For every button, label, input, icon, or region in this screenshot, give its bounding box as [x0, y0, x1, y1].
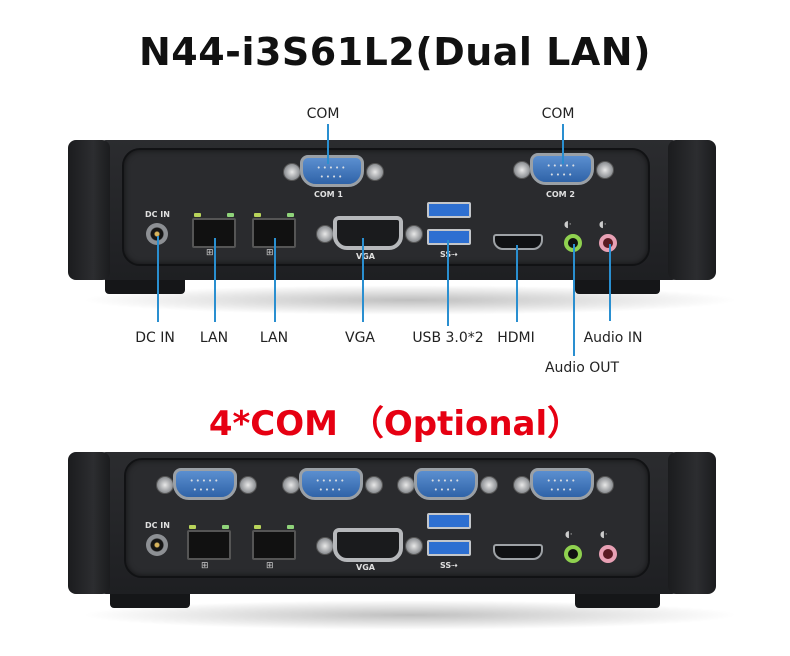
- device-foot-left: [110, 592, 190, 608]
- screw-icon: [282, 476, 300, 494]
- network-icon: ⊞: [266, 561, 274, 571]
- screw-icon: [239, 476, 257, 494]
- com-port-3: •••••••••: [414, 468, 478, 500]
- audio-out-jack: [564, 545, 582, 563]
- com-port-1: •••••••••: [173, 468, 237, 500]
- usb-port-2: [427, 229, 471, 245]
- screw-icon: [156, 476, 174, 494]
- usb-ss-logo-icon: SS⇢: [440, 250, 458, 259]
- hdmi-port: [493, 544, 543, 560]
- audio-out-icon: ◖·: [564, 220, 572, 230]
- callout-audio-out-line: [573, 244, 575, 356]
- callout-com1-line: [327, 124, 329, 164]
- dc-in-jack: [146, 223, 168, 245]
- dc-in-printed-label: DC IN: [145, 210, 170, 219]
- callout-com1-label: COM: [306, 106, 340, 122]
- com1-printed-label: COM 1: [314, 190, 343, 199]
- callout-audio-out-label: Audio OUT: [544, 360, 620, 376]
- network-icon: ⊞: [201, 561, 209, 571]
- dc-in-jack: [146, 534, 168, 556]
- callout-lan2-label: LAN: [259, 330, 289, 346]
- com2-printed-label: COM 2: [546, 190, 575, 199]
- screw-icon: [366, 163, 384, 181]
- audio-in-jack: [599, 234, 617, 252]
- network-icon: ⊞: [266, 248, 274, 258]
- screw-icon: [596, 476, 614, 494]
- callout-usb-label: USB 3.0*2: [412, 330, 484, 346]
- screw-icon: [405, 537, 423, 555]
- top-device: ••••••••• COM 1 ••••••••• COM 2 DC IN ⊞ …: [68, 106, 740, 376]
- usb-ss-logo-icon: SS⇢: [440, 561, 458, 570]
- device-foot-right: [575, 278, 660, 294]
- vga-printed-label: VGA: [356, 563, 375, 572]
- device-endcap-left: [68, 452, 110, 594]
- device-foot-left: [105, 278, 185, 294]
- callout-vga-label: VGA: [344, 330, 376, 346]
- callout-dc-in-line: [157, 236, 159, 322]
- audio-in-jack: [599, 545, 617, 563]
- dc-in-printed-label: DC IN: [145, 521, 170, 530]
- com-port-4: •••••••••: [530, 468, 594, 500]
- callout-lan1-label: LAN: [199, 330, 229, 346]
- device-endcap-left: [68, 140, 110, 280]
- screw-icon: [596, 161, 614, 179]
- device-foot-right: [575, 592, 660, 608]
- callout-com2-label: COM: [541, 106, 575, 122]
- callout-hdmi-label: HDMI: [497, 330, 535, 346]
- callout-audio-in-label: Audio IN: [583, 330, 643, 346]
- screw-icon: [513, 476, 531, 494]
- screw-icon: [405, 225, 423, 243]
- vga-printed-label: VGA: [356, 252, 375, 261]
- screw-icon: [316, 537, 334, 555]
- callout-com2-line: [562, 124, 564, 164]
- network-icon: ⊞: [206, 248, 214, 258]
- callout-dc-in-label: DC IN: [135, 330, 175, 346]
- product-title: N44-i3S61L2(Dual LAN): [139, 30, 651, 74]
- device-endcap-right: [668, 140, 716, 280]
- usb-port-1: [427, 513, 471, 529]
- callout-vga-line: [362, 238, 364, 322]
- callout-lan1-line: [214, 238, 216, 322]
- hdmi-port: [493, 234, 543, 250]
- screw-icon: [365, 476, 383, 494]
- device-endcap-right: [668, 452, 716, 594]
- audio-in-icon: ◖·: [599, 220, 607, 230]
- audio-in-icon: ◖·: [600, 530, 608, 540]
- screw-icon: [397, 476, 415, 494]
- com-port-2: •••••••••: [299, 468, 363, 500]
- usb-port-2: [427, 540, 471, 556]
- com1-port: •••••••••: [300, 155, 364, 187]
- callout-audio-in-line: [609, 244, 611, 321]
- vga-port: [333, 216, 403, 250]
- usb-port-1: [427, 202, 471, 218]
- audio-out-icon: ◖·: [565, 530, 573, 540]
- callout-usb-line: [447, 240, 449, 326]
- optional-4com-title: 4*COM （Optional）: [208, 404, 582, 444]
- lan2-port: [252, 525, 296, 560]
- callout-hdmi-line: [516, 245, 518, 322]
- vga-port: [333, 528, 403, 562]
- callout-lan2-line: [274, 238, 276, 322]
- lan1-port: [187, 525, 231, 560]
- screw-icon: [480, 476, 498, 494]
